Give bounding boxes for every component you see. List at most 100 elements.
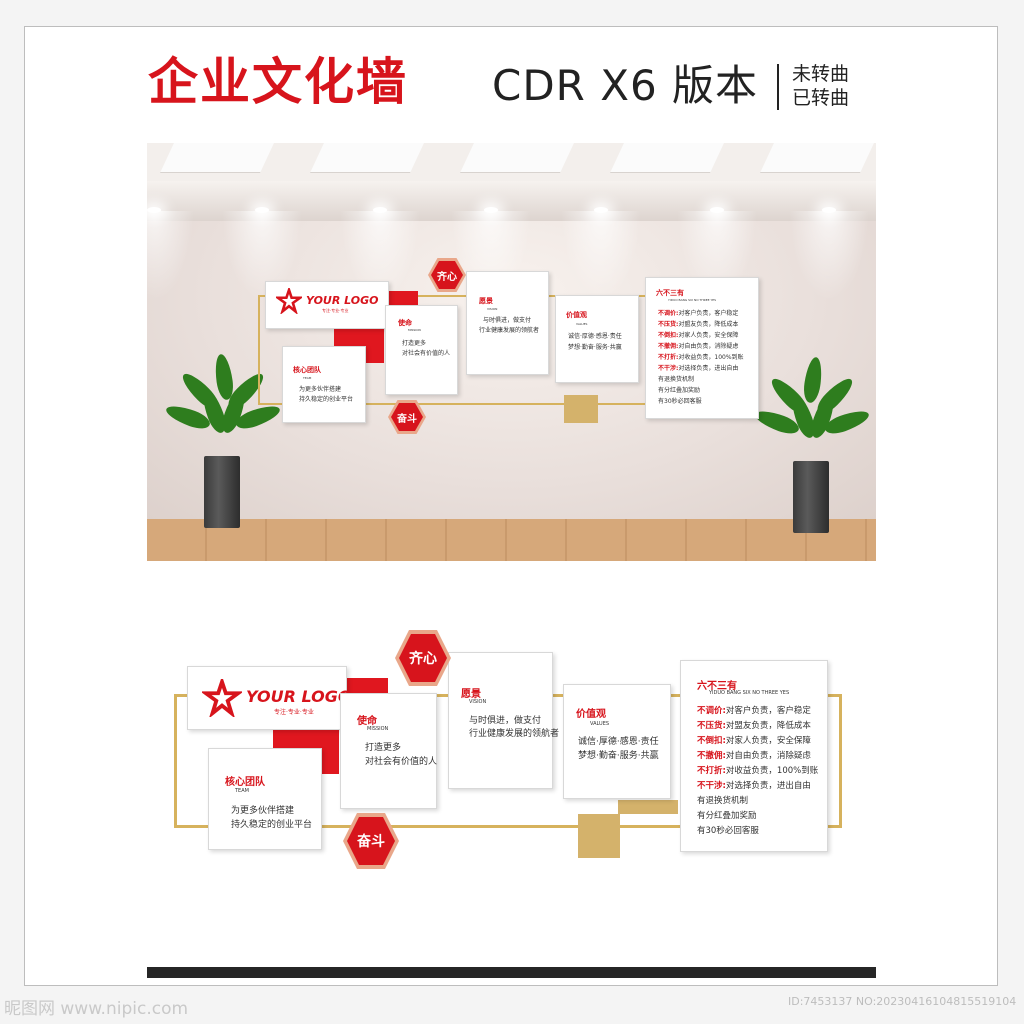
hex-struggle: 奋斗 — [347, 817, 395, 865]
vision-card: 愿景 VISION 与时俱进，做支付 行业健康发展的领航者 — [448, 652, 559, 789]
mission-en: MISSION — [367, 726, 389, 732]
ceiling-beam — [610, 143, 724, 173]
wall-panel-preview: YOUR LOGO 专注·专业·专业 使命 MISSION 打造更多 对社会有价… — [252, 251, 759, 441]
values-line: 诚信·厚德·感恩·责任 — [568, 333, 622, 340]
hex-unity: 齐心 — [431, 261, 463, 289]
ceiling-beam — [160, 143, 274, 173]
watermark-site: 昵图网 www.nipic.com — [4, 999, 189, 1019]
six-extra: 有30秒必回客服 — [697, 826, 759, 836]
vision-title: 愿景 — [479, 297, 493, 305]
values-card: 价值观 VALUES 诚信·厚德·感恩·责任 梦想·勤奋·服务·共赢 — [555, 295, 639, 383]
team-line: 持久稳定的创业平台 — [231, 820, 313, 830]
ceiling-lamp — [147, 207, 161, 213]
team-en: TEAM — [235, 788, 249, 794]
vision-line: 行业健康发展的领航者 — [479, 327, 540, 334]
mission-line: 打造更多 — [402, 340, 427, 347]
team-title: 核心团队 — [293, 366, 321, 374]
values-en: VALUES — [576, 322, 588, 326]
logo-star-icon — [202, 679, 242, 717]
poster-title: 企业文化墙 — [148, 53, 408, 111]
hex-unity: 齐心 — [399, 634, 447, 682]
gold-block — [564, 395, 598, 423]
values-line: 梦想·勤奋·服务·共赢 — [578, 751, 659, 761]
logo-text: YOUR LOGO — [246, 687, 352, 706]
mission-card: 使命 MISSION 打造更多 对社会有价值的人 — [340, 693, 437, 809]
team-card: 核心团队 TEAM 为更多伙伴搭建 持久稳定的创业平台 — [282, 346, 366, 423]
six-extra: 有30秒必回客服 — [658, 398, 702, 405]
team-card: 核心团队 TEAM 为更多伙伴搭建 持久稳定的创业平台 — [208, 748, 322, 850]
logo-tagline: 专注·专业·专业 — [274, 709, 314, 716]
vision-card: 愿景 VISION 与时俱进，做支付 行业健康发展的领航者 — [466, 271, 549, 375]
six-item: 不打折:对收益负责，100%到账 — [658, 354, 744, 361]
leaf — [801, 356, 825, 404]
ceiling-lamp — [484, 207, 498, 213]
ceiling-lamp — [822, 207, 836, 213]
gold-block — [578, 814, 620, 858]
six-item: 不干涉:对选择负责，进出自由 — [658, 365, 739, 372]
six-item: 不倒扣:对家人负责，安全保障 — [658, 332, 739, 339]
logo-text: YOUR LOGO — [306, 294, 379, 307]
values-title: 价值观 — [566, 311, 587, 319]
mission-line: 打造更多 — [365, 743, 402, 753]
bottom-bar — [147, 967, 876, 978]
watermark-id: ID:7453137 NO:20230416104815519104 — [788, 995, 1017, 1008]
ceiling-beam — [460, 143, 574, 173]
room-render — [147, 143, 876, 561]
logo-star-icon — [276, 288, 302, 314]
vision-en: VISION — [487, 307, 498, 311]
vision-en: VISION — [469, 699, 487, 705]
potted-plant-right — [752, 353, 872, 533]
ceiling-beam — [760, 143, 874, 173]
mission-line: 对社会有价值的人 — [402, 350, 451, 357]
values-en: VALUES — [590, 721, 610, 727]
six-extra: 有分红叠加奖励 — [658, 387, 701, 394]
light-glow — [561, 211, 641, 301]
six-item: 不撤佣:对自由负责，消除疑虑 — [658, 343, 739, 350]
vision-line: 与时俱进，做支付 — [469, 716, 542, 726]
logo-card: YOUR LOGO 专注·专业·专业 — [265, 281, 389, 329]
vision-line: 行业健康发展的领航者 — [469, 729, 560, 739]
logo-tagline: 专注·专业·专业 — [322, 308, 349, 313]
six-item: 不调价:对客户负责，客户稳定 — [658, 310, 739, 317]
six-en: YIDUO BANG SIX NO THREE YES — [668, 298, 717, 302]
six-extra: 有退换货机制 — [658, 376, 695, 383]
ceiling-lamp — [710, 207, 724, 213]
six-item: 不倒扣:对家人负责，安全保障 — [697, 736, 811, 746]
team-title: 核心团队 — [225, 777, 265, 788]
six-item: 不调价:对客户负责，客户稳定 — [697, 706, 811, 716]
six-item: 不干涉:对选择负责，进出自由 — [697, 781, 811, 791]
plant-pot — [204, 456, 240, 528]
logo-card: YOUR LOGO 专注·专业·专业 — [187, 666, 351, 730]
team-line: 持久稳定的创业平台 — [299, 396, 354, 403]
option-not-curved: 未转曲 — [792, 63, 850, 85]
vision-title: 愿景 — [461, 689, 481, 700]
ceiling-lamp — [373, 207, 387, 213]
version-label: CDR X6 版本 — [492, 61, 759, 110]
team-line: 为更多伙伴搭建 — [299, 386, 342, 393]
potted-plant-left — [163, 348, 283, 528]
team-line: 为更多伙伴搭建 — [231, 806, 295, 816]
light-glow — [789, 211, 869, 301]
six-en: YIDUO BANG SIX NO THREE YES — [709, 690, 790, 696]
hex-struggle: 奋斗 — [391, 403, 423, 431]
six-item: 不压货:对盟友负责，降低成本 — [697, 721, 811, 731]
mission-line: 对社会有价值的人 — [365, 757, 438, 767]
values-line: 诚信·厚德·感恩·责任 — [578, 737, 659, 747]
team-en: TEAM — [303, 376, 312, 380]
light-glow — [147, 211, 194, 301]
six-three-card: 六不三有 YIDUO BANG SIX NO THREE YES 不调价:对客户… — [645, 277, 759, 419]
mission-en: MISSION — [408, 328, 421, 332]
values-title: 价值观 — [576, 709, 606, 720]
ceiling-lamp — [594, 207, 608, 213]
six-title: 六不三有 — [656, 289, 684, 297]
six-item: 不撤佣:对自由负责，消除疑虑 — [697, 751, 811, 761]
option-curved: 已转曲 — [792, 87, 850, 109]
six-extra: 有退换货机制 — [697, 796, 749, 806]
mission-card: 使命 MISSION 打造更多 对社会有价值的人 — [385, 305, 458, 395]
curve-options: 未转曲 已转曲 — [792, 62, 849, 110]
six-item: 不压货:对盟友负责，降低成本 — [658, 321, 739, 328]
plant-pot — [793, 461, 829, 533]
ceiling-beam — [310, 143, 424, 173]
values-card: 价值观 VALUES 诚信·厚德·感恩·责任 梦想·勤奋·服务·共赢 — [563, 684, 671, 799]
gold-block — [618, 800, 678, 814]
